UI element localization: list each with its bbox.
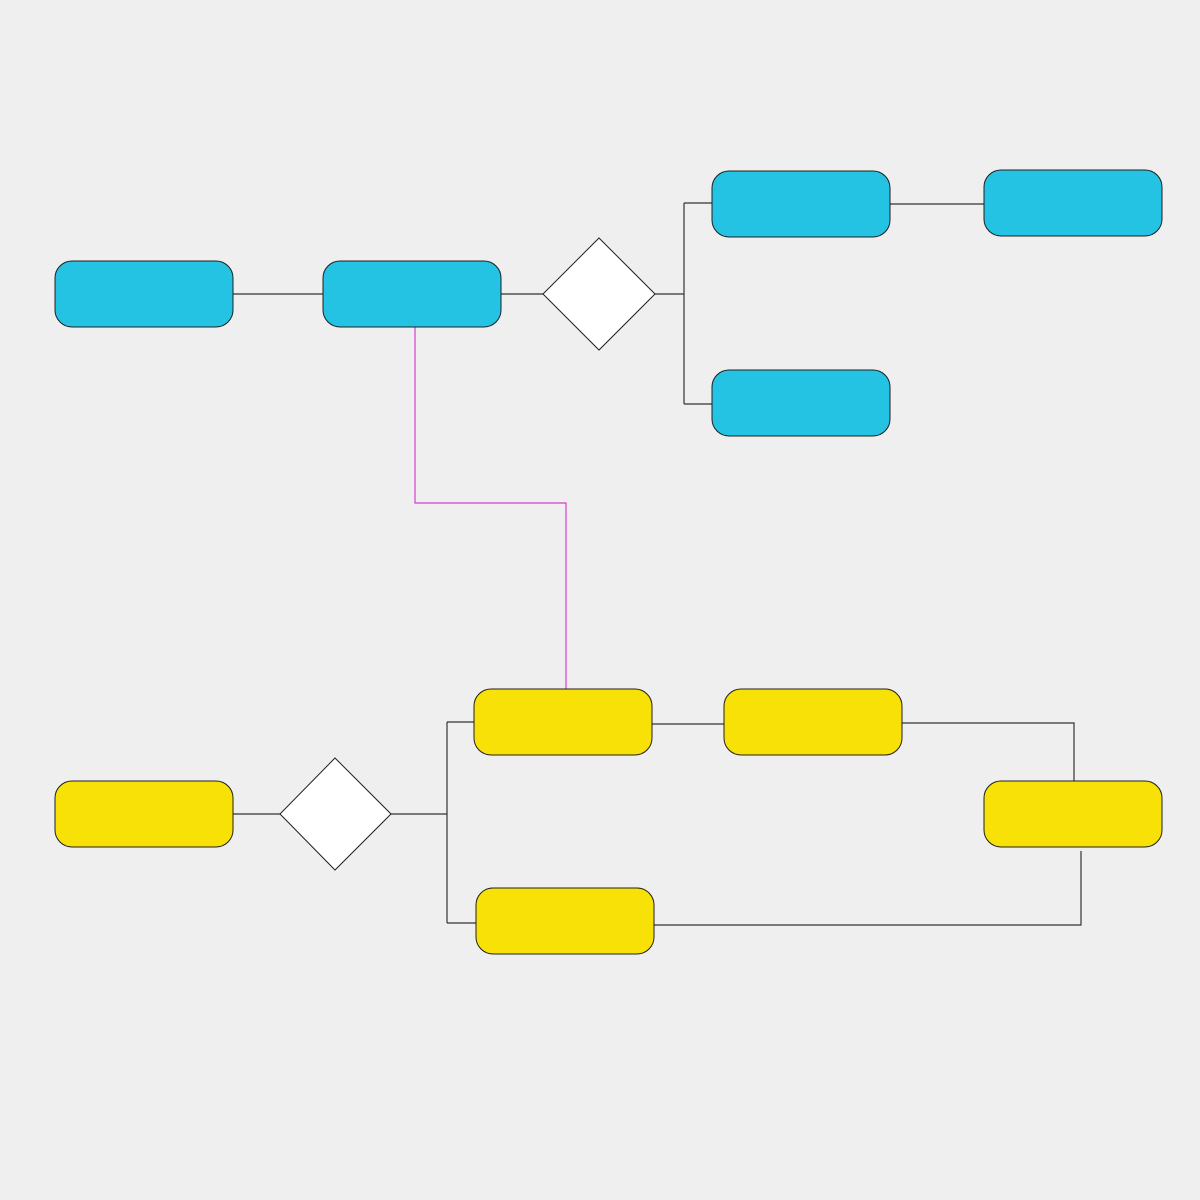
node-yellow-start[interactable] (54, 780, 234, 848)
node-blue-branch-top-next[interactable] (983, 169, 1163, 237)
blue-flow-nodes (54, 169, 1163, 437)
connector-cross-link (414, 327, 567, 689)
node-yellow-branch-top[interactable] (473, 688, 653, 756)
node-yellow-decision[interactable] (279, 757, 392, 871)
node-yellow-branch-bottom[interactable] (475, 887, 655, 955)
yellow-flow-nodes (54, 688, 1163, 955)
connectors-yellow (233, 721, 1082, 926)
node-blue-branch-top[interactable] (711, 170, 891, 238)
node-yellow-branch-top-next[interactable] (723, 688, 903, 756)
connector-blue-decision-split (655, 202, 712, 405)
node-blue-start[interactable] (54, 260, 234, 328)
connector-yellow-bottom-to-merge (654, 851, 1082, 926)
connector-yellow-decision-split (391, 721, 476, 924)
node-blue-process[interactable] (322, 260, 502, 328)
node-blue-branch-bottom[interactable] (711, 369, 891, 437)
connector-yellow-next-to-merge (902, 722, 1075, 781)
node-blue-decision[interactable] (542, 237, 656, 351)
connectors-blue (233, 202, 984, 405)
node-yellow-merge[interactable] (983, 780, 1163, 848)
